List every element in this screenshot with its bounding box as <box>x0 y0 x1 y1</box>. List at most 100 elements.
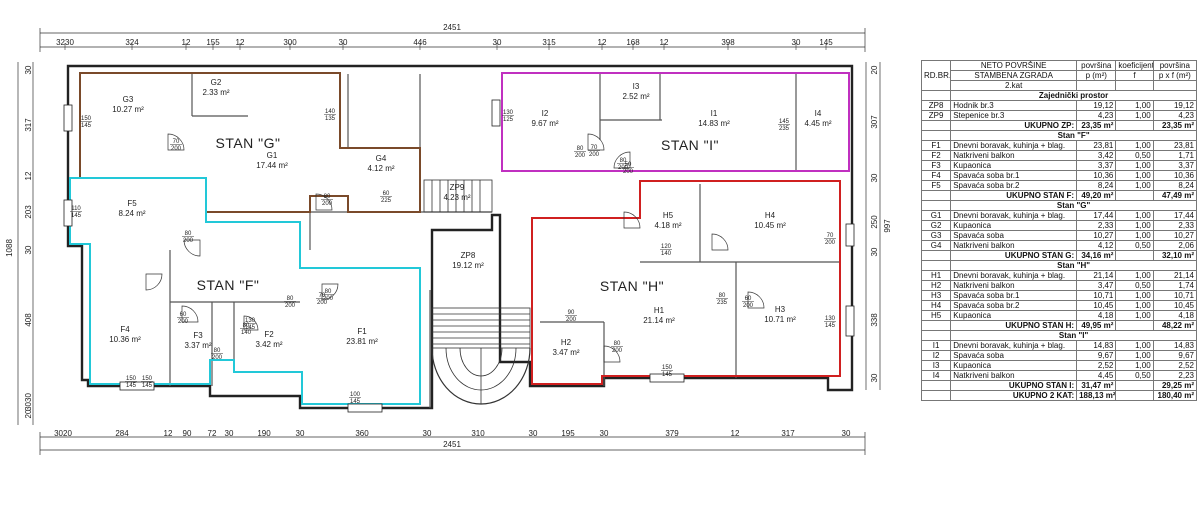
grand-total-pf: 180,40 m² <box>1152 390 1198 401</box>
row-f: 1,00 <box>1115 310 1154 321</box>
bottom-dim-5: 30 <box>225 429 234 438</box>
room-area-zp9: 4.23 m² <box>443 193 470 202</box>
opening-bottom-10: 145 <box>71 213 82 219</box>
row-f: 1,00 <box>1115 140 1154 151</box>
top-dim-1: 324 <box>125 38 139 47</box>
apartment-label-i: STAN "I" <box>661 137 719 153</box>
inner-walls <box>169 74 840 408</box>
row-code: I3 <box>920 360 952 371</box>
row-f: 1,00 <box>1115 290 1154 301</box>
header-pxf: p x f (m²) <box>1152 70 1198 81</box>
room-area-i4: 4.45 m² <box>804 119 831 128</box>
apartment-label-f: STAN "F" <box>197 277 260 293</box>
bottom-dim-0: 3020 <box>54 429 72 438</box>
opening-top-12: 80 <box>325 289 332 295</box>
row-code: I1 <box>920 340 952 351</box>
right-dim-2: 30 <box>870 173 879 182</box>
opening-top-16: 80 <box>287 296 294 302</box>
row-name: Natkriveni balkon <box>950 280 1078 291</box>
total-f-empty <box>1115 380 1154 391</box>
opening-top-23: 80 <box>719 293 726 299</box>
row-pf: 8,24 <box>1152 180 1198 191</box>
row-name: Natkriveni balkon <box>950 150 1078 161</box>
section-title: Stan "G" <box>950 200 1197 211</box>
right-dim-6: 30 <box>870 373 879 382</box>
opening-bottom-29: 145 <box>350 399 361 405</box>
opening-labels: 1501457020014013580200602258020013012570… <box>70 109 836 405</box>
apartment-labels: STAN "G"STAN "I"STAN "F"STAN "H" <box>197 135 719 294</box>
total-f-empty <box>1115 120 1154 131</box>
header-povrsina2: površina <box>1152 60 1198 71</box>
opening-bottom-2: 135 <box>325 116 336 122</box>
row-code: G2 <box>920 220 952 231</box>
opening-top-14: 130 <box>245 318 256 324</box>
row-name: Kupaonica <box>950 360 1078 371</box>
row-pf: 2,52 <box>1152 360 1198 371</box>
header-rdbr: RD.BR. <box>920 60 952 91</box>
room-area-g4: 4.12 m² <box>367 164 394 173</box>
top-dim-9: 315 <box>542 38 556 47</box>
row-pf: 9,67 <box>1152 350 1198 361</box>
top-dim-3: 155 <box>206 38 220 47</box>
opening-top-9: 145 <box>779 119 790 125</box>
row-pf: 10,45 <box>1152 300 1198 311</box>
section-code-empty <box>920 130 952 141</box>
bottom-dim-6: 190 <box>257 429 271 438</box>
table-section-title: Stan "I" <box>920 330 1197 341</box>
room-area-g2: 2.33 m² <box>202 88 229 97</box>
room-area-g3: 10.27 m² <box>112 105 144 114</box>
row-pf: 17,44 <box>1152 210 1198 221</box>
top-dim-13: 398 <box>721 38 735 47</box>
opening-bottom-26: 145 <box>825 323 836 329</box>
row-name: Stepenice br.3 <box>950 110 1078 121</box>
total-code-empty <box>920 250 952 261</box>
section-code-empty <box>920 330 952 341</box>
bottom-dim-1: 284 <box>115 429 129 438</box>
total-pf: 32,10 m² <box>1152 250 1198 261</box>
section-title: Stan "H" <box>950 260 1197 271</box>
staircase-upper <box>423 179 493 213</box>
right-dimension-chain <box>865 62 881 390</box>
header-koef: koeficijent <box>1115 60 1154 71</box>
opening-bottom-17: 140 <box>241 330 252 336</box>
opening-bottom-18: 200 <box>212 355 223 361</box>
right-dim-4: 30 <box>870 247 879 256</box>
row-p: 19,12 <box>1076 100 1117 111</box>
row-p: 10,45 <box>1076 300 1117 311</box>
left-dim-5: 408 <box>24 313 33 327</box>
total-label: UKUPNO STAN F: <box>950 190 1078 201</box>
bottom-dim-10: 310 <box>471 429 485 438</box>
left-dim-1: 317 <box>24 118 33 132</box>
opening-top-3: 80 <box>324 194 331 200</box>
room-area-h3: 10.71 m² <box>764 315 796 324</box>
door-swings <box>145 133 765 363</box>
total-pf: 48,22 m² <box>1152 320 1198 331</box>
row-p: 23,81 <box>1076 140 1117 151</box>
row-name: Spavaća soba br.1 <box>950 290 1078 301</box>
row-code: H1 <box>920 270 952 281</box>
section-title: Stan "I" <box>950 330 1197 341</box>
row-f: 1,00 <box>1115 350 1154 361</box>
row-pf: 4,23 <box>1152 110 1198 121</box>
room-area-f4: 10.36 m² <box>109 335 141 344</box>
room-area-zp8: 19.12 m² <box>452 261 484 270</box>
row-code: H4 <box>920 300 952 311</box>
row-name: Spavaća soba <box>950 350 1078 361</box>
room-code-i3: I3 <box>633 82 640 91</box>
row-pf: 19,12 <box>1152 100 1198 111</box>
row-name: Natkriveni balkon <box>950 370 1078 381</box>
row-name: Natkriveni balkon <box>950 240 1078 251</box>
bottom-dim-3: 90 <box>183 429 192 438</box>
row-f: 1,00 <box>1115 160 1154 171</box>
room-code-i1: I1 <box>711 109 718 118</box>
